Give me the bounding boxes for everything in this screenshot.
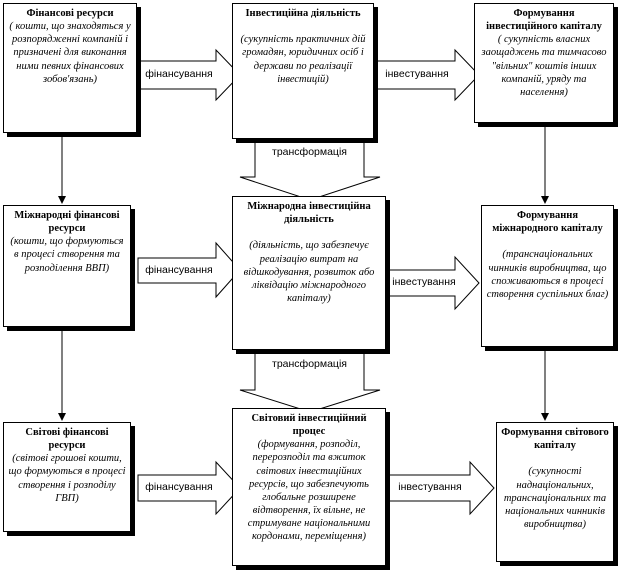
- box-title: Міжнародна інвестиційна діяльність: [247, 201, 371, 226]
- box-description: (формування, розподіл, перерозподіл та в…: [247, 439, 371, 543]
- arrow-financing-3: [137, 460, 241, 516]
- arrow-investing-1: [375, 48, 480, 102]
- box-description: ( сукупність власних заощаджень та тимча…: [481, 34, 607, 98]
- arrow-financing-1: [137, 48, 241, 102]
- box-world-financial-resources: Світові фінансові ресурси (світові грошо…: [3, 422, 131, 532]
- label-investing-1: інвестування: [385, 68, 449, 80]
- arrow-investing-2: [385, 255, 480, 311]
- box-international-investment-activity: Міжнародна інвестиційна діяльність (діял…: [232, 196, 386, 350]
- label-financing-2: фінансування: [145, 264, 213, 276]
- box-investment-activity: Інвестиційна діяльність (сукупність прак…: [232, 3, 374, 139]
- box-title: Світовий інвестиційний процес: [251, 413, 367, 438]
- arrow-investing-3: [385, 460, 495, 516]
- box-title: Світові фінансові ресурси: [25, 427, 109, 452]
- arrow-financing-2: [137, 241, 241, 299]
- box-description: (діяльність, що забезпечує реалізацію ви…: [243, 240, 375, 304]
- arrow-transform-2: [239, 351, 381, 413]
- box-world-investment-process: Світовий інвестиційний процес (формуванн…: [232, 408, 386, 566]
- box-title: Формування міжнародного капіталу: [492, 210, 603, 235]
- box-description: ( кошти, що знаходяться у розпорядженні …: [9, 21, 131, 85]
- box-description: (сукупність практичних дій громадян, юри…: [240, 34, 366, 85]
- box-world-capital: Формування світового капіталу (сукупност…: [496, 422, 614, 562]
- label-transform-1: трансформація: [272, 146, 347, 158]
- box-title: Формування інвестиційного капіталу: [486, 8, 602, 33]
- box-financial-resources: Фінансові ресурси ( кошти, що знаходятьс…: [3, 3, 137, 133]
- box-international-capital: Формування міжнародного капіталу (трансн…: [481, 205, 614, 347]
- box-description: (сукупності наднаціональних, транснаціон…: [503, 466, 607, 530]
- box-description: (світові грошові кошти, що формуються в …: [8, 453, 126, 504]
- label-financing-3: фінансування: [145, 481, 213, 493]
- label-financing-1: фінансування: [145, 68, 213, 80]
- box-title: Формування світового капіталу: [501, 427, 609, 452]
- box-description: (кошти, що формуються в процесі створенн…: [10, 236, 124, 274]
- label-investing-2: інвестування: [392, 276, 456, 288]
- box-description: (транснаціональних чинників виробництва,…: [486, 249, 609, 300]
- label-investing-3: інвестування: [398, 481, 462, 493]
- box-title: Міжнародні фінансові ресурси: [14, 210, 120, 235]
- box-title: Фінансові ресурси: [26, 8, 114, 19]
- box-investment-capital: Формування інвестиційного капіталу ( сук…: [474, 3, 614, 123]
- label-transform-2: трансформація: [272, 358, 347, 370]
- arrow-transform-1: [239, 139, 381, 201]
- box-title: Інвестиційна діяльність: [245, 8, 361, 19]
- box-international-financial-resources: Міжнародні фінансові ресурси (кошти, що …: [3, 205, 131, 327]
